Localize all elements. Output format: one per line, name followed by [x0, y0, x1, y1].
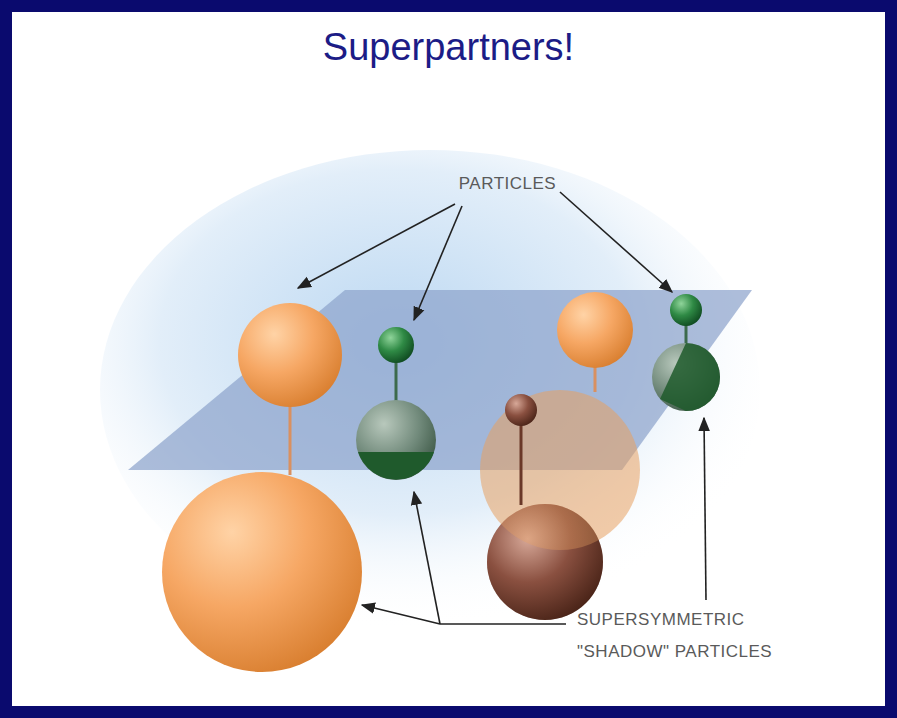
slide-title: Superpartners! [0, 26, 897, 69]
leader-lines [298, 192, 706, 624]
shadow-particles-label: SUPERSYMMETRIC "SHADOW" PARTICLES [577, 604, 809, 668]
particles-label: PARTICLES [420, 168, 595, 200]
